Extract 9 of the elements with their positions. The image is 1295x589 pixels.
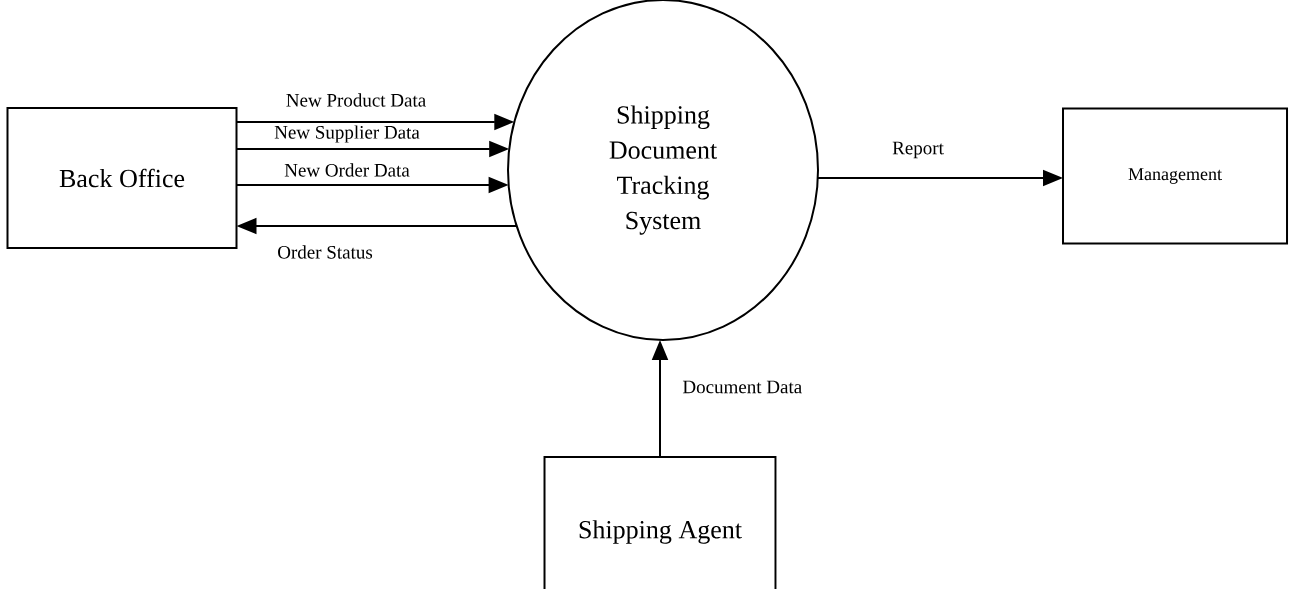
edge-label: Order Status <box>278 245 373 259</box>
edge-label: New Order Data <box>284 163 410 177</box>
external-entity-box: Back Office <box>6 107 238 249</box>
edge-label: Report <box>892 141 944 159</box>
edge-label: Document Data <box>682 380 802 394</box>
external-entity-box: Shipping Agent <box>543 456 777 589</box>
edge-label: New Supplier Data <box>274 125 420 143</box>
edge-label: New Product Data <box>286 93 426 107</box>
external-entity-box: Management <box>1062 107 1288 245</box>
